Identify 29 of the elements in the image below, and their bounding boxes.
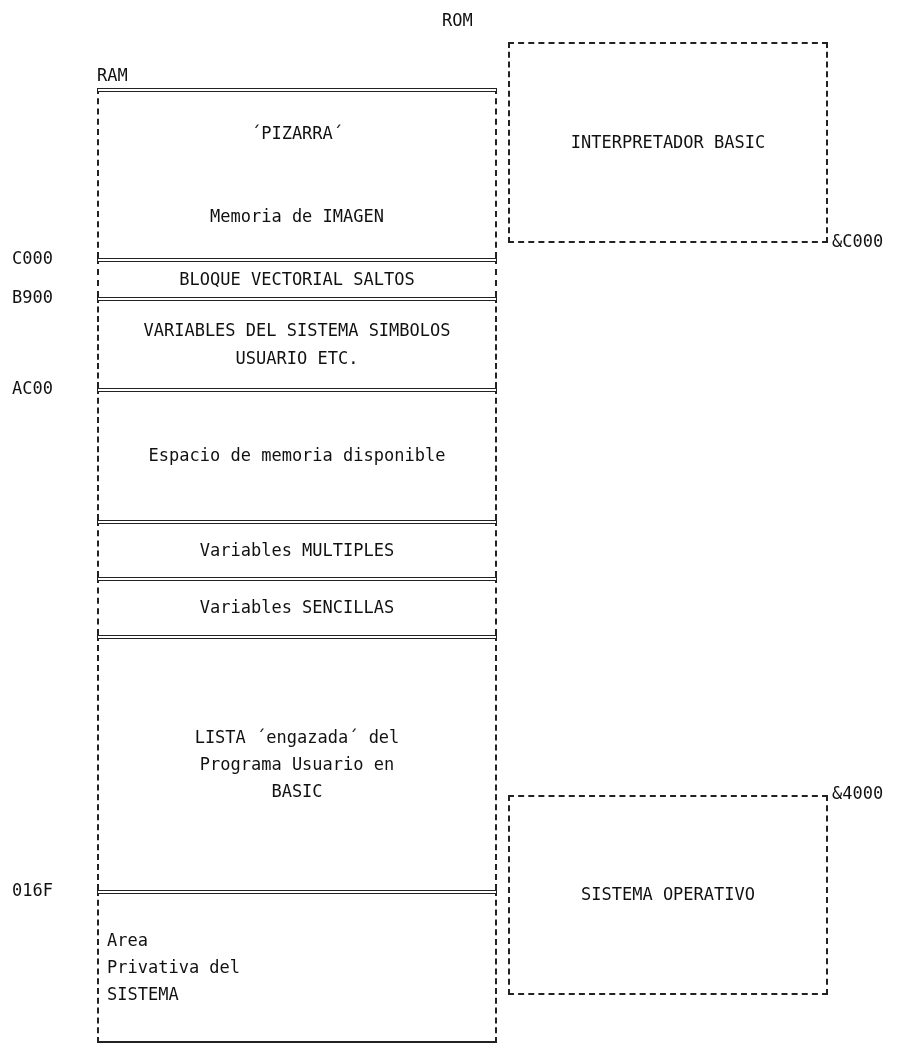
region-label: BLOQUE VECTORIAL SALTOS [178,267,416,291]
region-label: INTERPRETADOR BASIC [569,130,767,154]
memory-region [97,635,497,890]
address-label: 016F [12,882,53,899]
region-label: VARIABLES DEL SISTEMA SIMBOLOS USUARIO ETC. [142,319,452,370]
address-label: &C000 [832,233,884,250]
region-heading: ´PIZARRA´ [249,121,345,145]
region-label: LISTA ´engazada´ del Programa Usuario en BASIC [193,725,401,804]
memory-region [97,258,497,297]
memory-region [97,388,497,520]
address-label: C000 [12,250,53,267]
region-label: Variables MULTIPLES [198,538,396,562]
region-label: Area Privativa del SISTEMA [106,928,242,1007]
region-label: Variables SENCILLAS [198,596,396,620]
memory-region [97,520,497,577]
rom-region [508,795,828,995]
address-label: B900 [12,289,53,306]
memory-region [97,577,497,635]
rom-region [508,42,828,243]
memory-heading: ROM [442,12,473,29]
memory-region [97,88,497,258]
region-label: Memoria de IMAGEN [209,204,385,228]
address-label: &4000 [832,785,884,802]
memory-region [97,297,497,388]
region-label: Espacio de memoria disponible [147,444,447,468]
address-label: AC00 [12,380,53,397]
memory-heading: RAM [97,67,128,84]
region-label: SISTEMA OPERATIVO [580,883,756,907]
memory-region [97,890,497,1043]
